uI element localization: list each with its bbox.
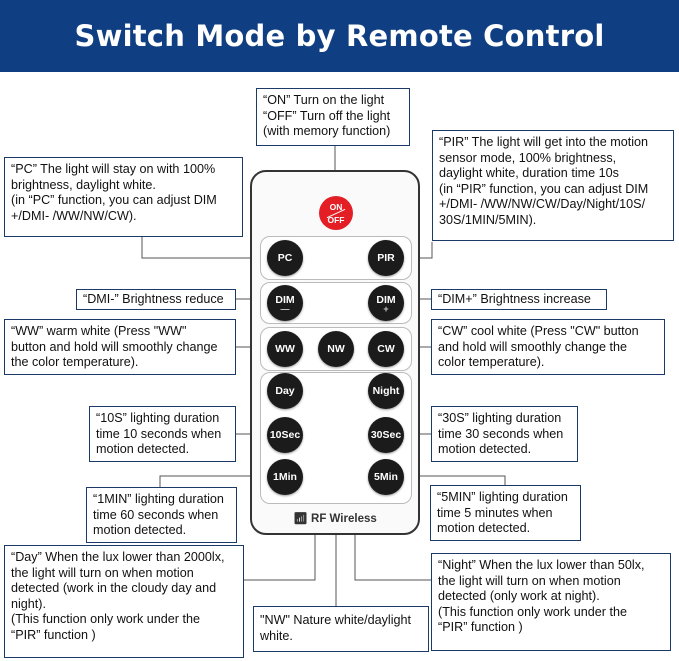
annotation-30s: “30S” lighting duration time 30 seconds … — [431, 406, 578, 462]
on-off-button[interactable]: ON OFF — [319, 196, 353, 230]
annotation-10s: “10S” lighting duration time 10 seconds … — [89, 406, 236, 462]
nw-button[interactable]: NW — [318, 331, 354, 367]
annotation-nw: "NW" Nature white/daylight white. — [253, 606, 429, 652]
remote-control: ON OFF PC PIR DIM— DIM+ WW NW CW Day Nig… — [250, 170, 420, 535]
annotation-1min: “1MIN” lighting duration time 60 seconds… — [86, 487, 237, 543]
annotation-dim-minus: “DMI-” Brightness reduce — [76, 289, 236, 310]
day-button[interactable]: Day — [267, 373, 303, 409]
dim-minus-button[interactable]: DIM— — [267, 285, 303, 321]
button-row-color: WW NW CW — [260, 327, 412, 371]
annotation-onoff: “ON” Turn on the light “OFF” Turn off th… — [256, 88, 410, 146]
5min-button[interactable]: 5Min — [368, 459, 404, 495]
annotation-night: “Night” When the lux lower than 50lx, th… — [431, 553, 671, 651]
annotation-day: “Day” When the lux lower than 2000lx, th… — [4, 545, 244, 658]
cw-button[interactable]: CW — [368, 331, 404, 367]
button-row-pc-pir: PC PIR — [260, 236, 412, 280]
button-row-timer: Day Night 10Sec 30Sec 1Min 5Min — [260, 372, 412, 504]
ww-button[interactable]: WW — [267, 331, 303, 367]
10sec-button[interactable]: 10Sec — [267, 417, 303, 453]
annotation-pc: “PC” The light will stay on with 100% br… — [4, 157, 243, 237]
annotation-cw: “CW” cool white (Press "CW" button and h… — [431, 319, 665, 375]
title-banner: Switch Mode by Remote Control — [0, 0, 679, 72]
night-button[interactable]: Night — [368, 373, 404, 409]
1min-button[interactable]: 1Min — [267, 459, 303, 495]
wifi-icon: 📶︎ — [293, 513, 308, 525]
annotation-pir: “PIR” The light will get into the motion… — [432, 130, 674, 241]
30sec-button[interactable]: 30Sec — [368, 417, 404, 453]
annotation-dim-plus: “DIM+” Brightness increase — [431, 289, 607, 310]
dim-plus-button[interactable]: DIM+ — [368, 285, 404, 321]
annotation-5min: “5MIN” lighting duration time 5 minutes … — [430, 485, 581, 541]
brand-label: 📶︎ RF Wireless — [293, 513, 377, 525]
pir-button[interactable]: PIR — [368, 240, 404, 276]
annotation-ww: “WW” warm white (Press "WW" button and h… — [4, 319, 236, 375]
pc-button[interactable]: PC — [267, 240, 303, 276]
page-title: Switch Mode by Remote Control — [74, 19, 605, 53]
button-row-dim: DIM— DIM+ — [260, 282, 412, 324]
